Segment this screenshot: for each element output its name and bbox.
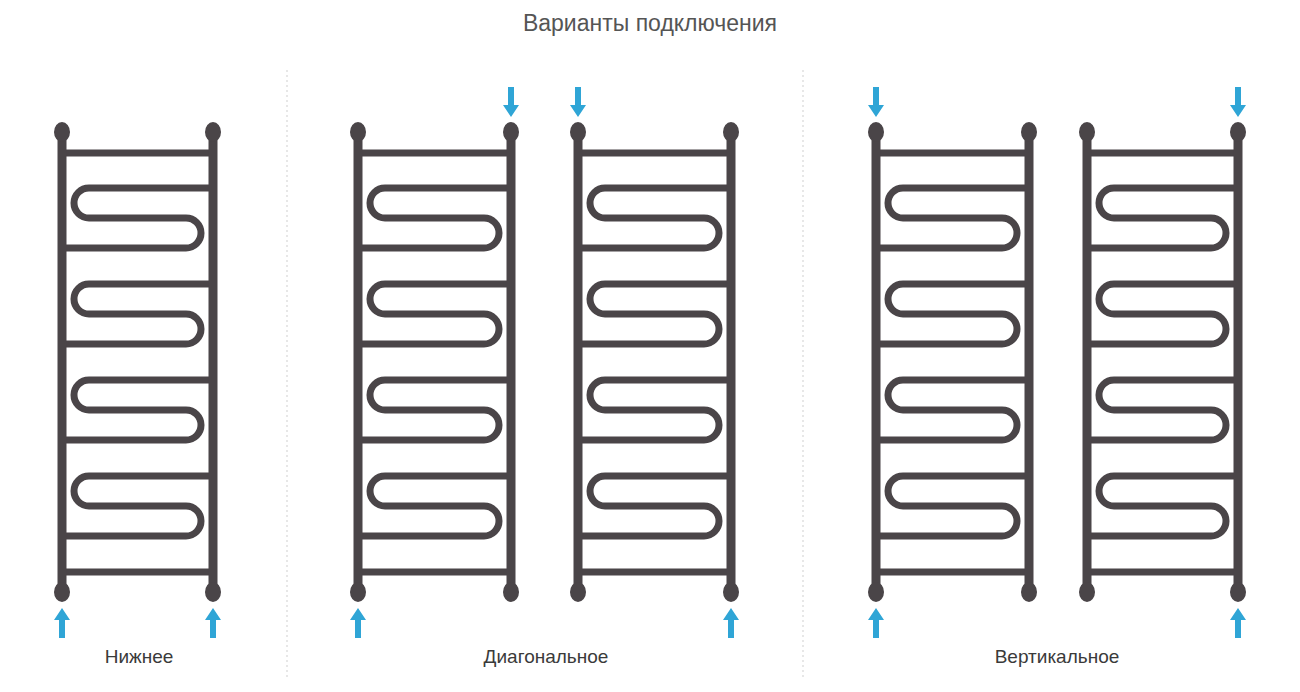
serpentine-tube — [62, 476, 213, 536]
serpentine-tube — [876, 476, 1029, 536]
serpentine-tube — [1087, 476, 1238, 536]
serpentine-tube — [578, 284, 731, 344]
crossbar — [62, 569, 213, 576]
post-cap — [503, 122, 519, 142]
serpentine-tube — [578, 380, 731, 440]
riser-post — [574, 132, 583, 592]
post-cap — [205, 582, 221, 602]
crossbar — [62, 150, 213, 157]
post-cap — [723, 122, 739, 142]
serpentine-tube — [358, 188, 511, 248]
serpentine-tube — [1087, 284, 1238, 344]
riser-post — [58, 132, 67, 592]
post-cap — [1079, 122, 1095, 142]
serpentine-tube — [876, 380, 1029, 440]
post-cap — [350, 582, 366, 602]
serpentine-tube — [358, 284, 511, 344]
post-cap — [570, 122, 586, 142]
serpentine-tube — [62, 284, 213, 344]
post-cap — [1021, 122, 1037, 142]
crossbar — [578, 150, 731, 157]
riser-post — [354, 132, 363, 592]
flow-arrow — [205, 608, 221, 638]
post-cap — [1079, 582, 1095, 602]
flow-arrow — [868, 87, 884, 117]
riser-post — [507, 132, 516, 592]
serpentine-tube — [62, 188, 213, 248]
post-cap — [350, 122, 366, 142]
post-cap — [205, 122, 221, 142]
flow-arrow — [350, 608, 366, 638]
serpentine-tube — [358, 476, 511, 536]
riser-post — [872, 132, 881, 592]
crossbar — [1087, 150, 1238, 157]
post-cap — [570, 582, 586, 602]
serpentine-tube — [578, 476, 731, 536]
serpentine-tube — [358, 380, 511, 440]
flow-arrow — [570, 87, 586, 117]
riser-post — [209, 132, 218, 592]
serpentine-tube — [876, 188, 1029, 248]
riser-post — [727, 132, 736, 592]
page-title: Варианты подключения — [523, 10, 777, 37]
section-label: Нижнее — [105, 646, 174, 668]
flow-arrow — [1230, 87, 1246, 117]
crossbar — [876, 150, 1029, 157]
post-cap — [54, 582, 70, 602]
crossbar — [358, 150, 511, 157]
flow-arrow — [1230, 608, 1246, 638]
section-label: Вертикальное — [995, 646, 1120, 668]
section-label: Диагональное — [484, 646, 609, 668]
flow-arrow — [723, 608, 739, 638]
flow-arrow — [503, 87, 519, 117]
crossbar — [578, 569, 731, 576]
post-cap — [868, 122, 884, 142]
post-cap — [723, 582, 739, 602]
post-cap — [503, 582, 519, 602]
serpentine-tube — [62, 380, 213, 440]
post-cap — [1021, 582, 1037, 602]
flow-arrow — [54, 608, 70, 638]
serpentine-tube — [1087, 188, 1238, 248]
serpentine-tube — [876, 284, 1029, 344]
riser-post — [1234, 132, 1243, 592]
crossbar — [358, 569, 511, 576]
post-cap — [868, 582, 884, 602]
post-cap — [1230, 582, 1246, 602]
crossbar — [1087, 569, 1238, 576]
flow-arrow — [868, 608, 884, 638]
riser-post — [1025, 132, 1034, 592]
serpentine-tube — [1087, 380, 1238, 440]
post-cap — [54, 122, 70, 142]
section-divider — [803, 70, 804, 680]
section-divider — [287, 70, 288, 680]
crossbar — [876, 569, 1029, 576]
riser-post — [1083, 132, 1092, 592]
serpentine-tube — [578, 188, 731, 248]
post-cap — [1230, 122, 1246, 142]
